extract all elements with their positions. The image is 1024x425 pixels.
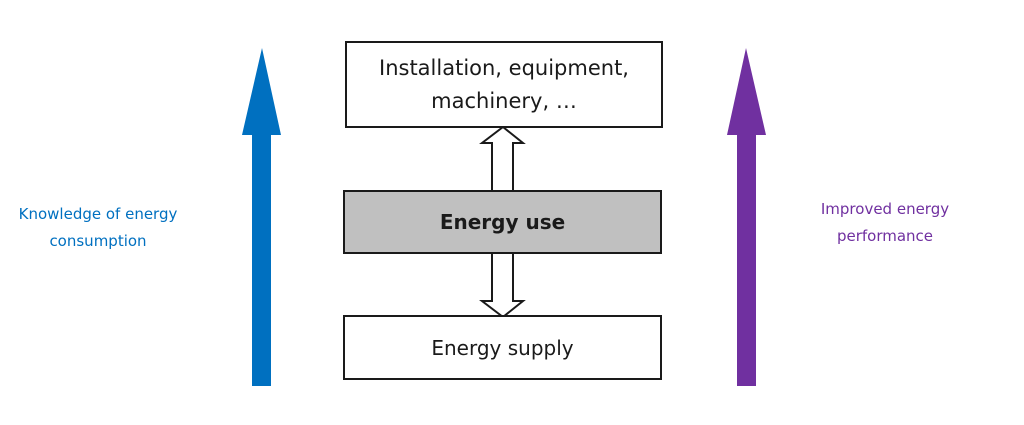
- energy-supply-box: Energy supply: [343, 315, 662, 380]
- knowledge-label-line2: consumption: [49, 232, 147, 250]
- energy-use-label: Energy use: [439, 210, 566, 234]
- installation-equipment-box: Installation, equipment, machinery, …: [345, 41, 663, 128]
- knowledge-label: Knowledge of energy consumption: [0, 201, 196, 255]
- installation-equipment-label: Installation, equipment, machinery, …: [379, 55, 629, 113]
- improved-performance-label: Improved energy performance: [790, 196, 980, 250]
- down-connector-arrow-icon: [479, 252, 526, 319]
- energy-use-box: Energy use: [343, 190, 662, 254]
- right-arrow-icon: [727, 48, 766, 386]
- left-arrow-icon: [242, 48, 281, 386]
- improved-performance-label-line2: performance: [836, 227, 934, 245]
- up-connector-arrow-icon: [479, 125, 526, 192]
- energy-supply-label: Energy supply: [431, 335, 574, 360]
- knowledge-label-line1: Knowledge of energy: [18, 205, 178, 223]
- improved-performance-label-line1: Improved energy: [820, 200, 950, 218]
